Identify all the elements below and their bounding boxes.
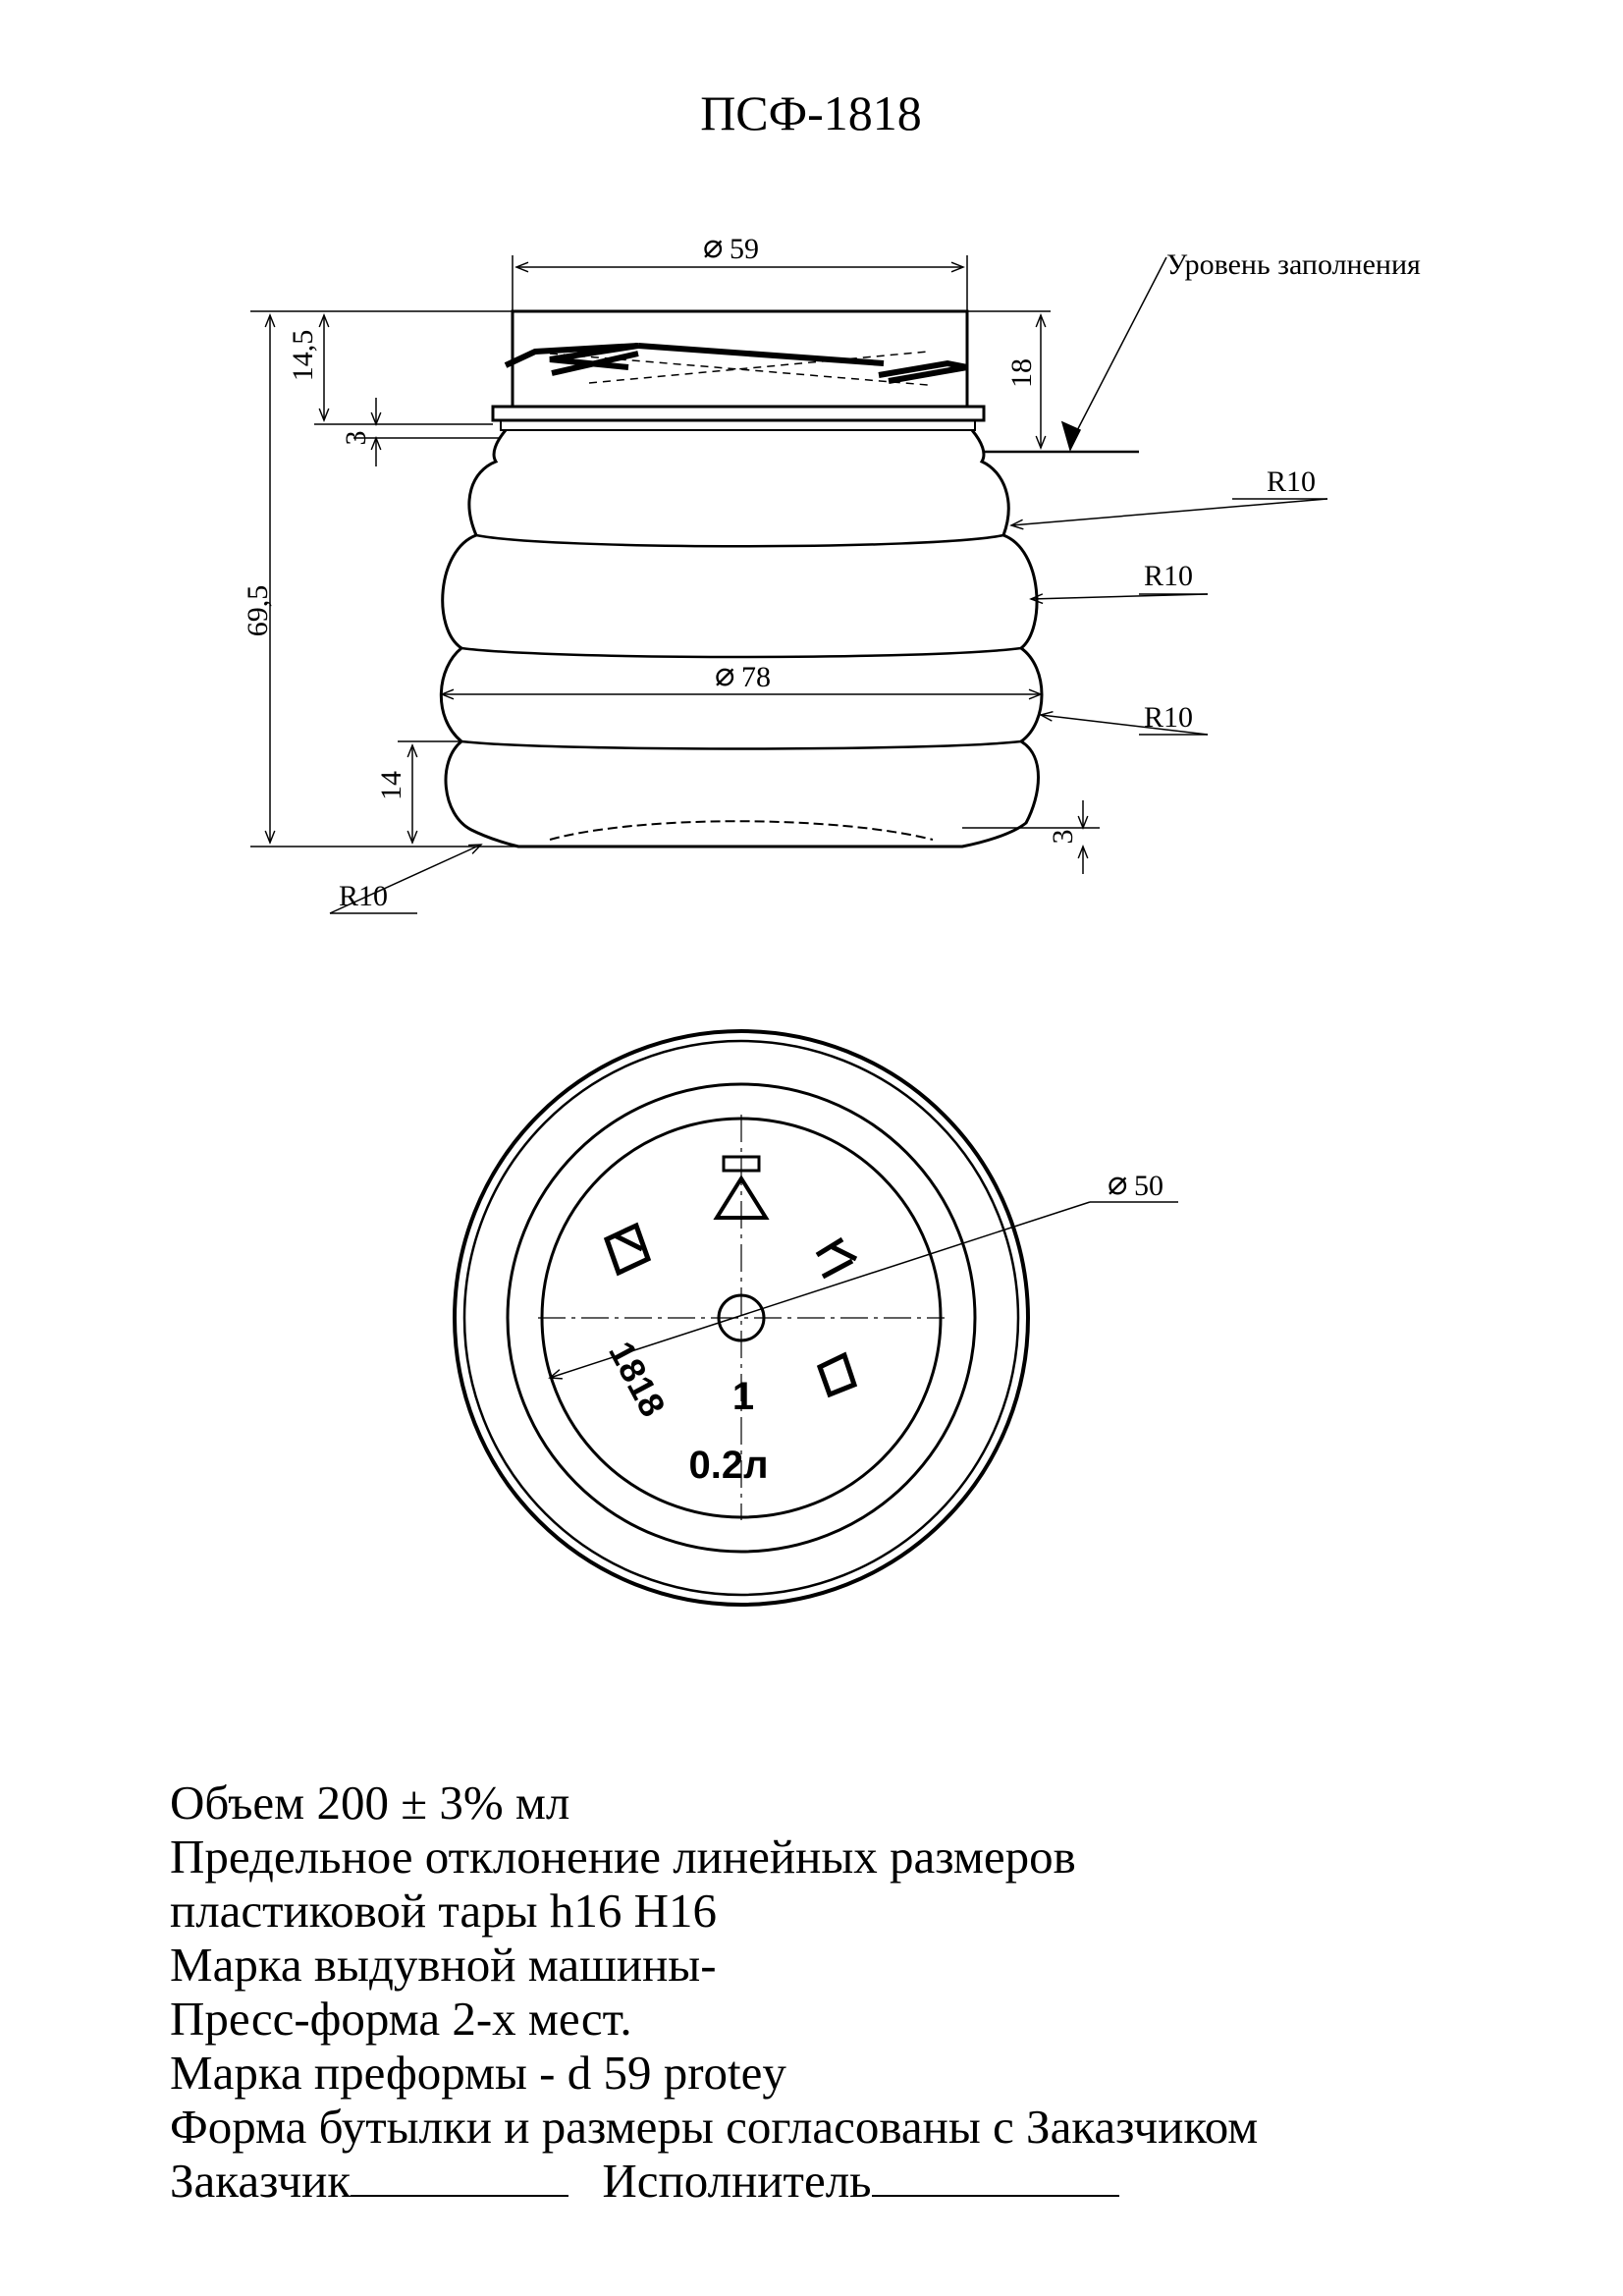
contractor-signature-blank[interactable] bbox=[871, 2156, 1119, 2197]
note-mold: Пресс-форма 2-х мест. bbox=[170, 1992, 632, 2046]
neck-thread bbox=[504, 343, 968, 384]
volume-stamp: 0.2л bbox=[688, 1444, 768, 1487]
base-diameter-label: 50 bbox=[1134, 1170, 1163, 1202]
side-view bbox=[439, 309, 1044, 848]
side-view-dimensions bbox=[250, 255, 1328, 914]
drawing-title: ПСФ-1818 bbox=[700, 85, 922, 140]
note-volume: Объем 200 ± 3% мл bbox=[170, 1776, 570, 1830]
neck-finish bbox=[511, 309, 969, 409]
bottom-view-labels: ⌀ 50 1818 1 0.2л bbox=[601, 1166, 1163, 1487]
base-rib-height-label: 14 bbox=[375, 771, 407, 800]
base-diameter-symbol: ⌀ bbox=[1108, 1166, 1127, 1202]
cavity-number-stamp: 1 bbox=[732, 1375, 754, 1418]
thread-height-label: 14,5 bbox=[287, 330, 319, 382]
total-height-label: 69,5 bbox=[242, 585, 274, 637]
inner-ring bbox=[506, 1082, 977, 1554]
customer-signature-blank[interactable] bbox=[351, 2156, 569, 2197]
customer-label: Заказчик bbox=[170, 2154, 352, 2208]
note-machine: Марка выдувной машины- bbox=[170, 1938, 717, 1992]
heat-mark-icon bbox=[816, 1351, 858, 1398]
body-diameter-label: 78 bbox=[741, 661, 771, 693]
contractor-label: Исполнитель bbox=[602, 2154, 872, 2208]
mold-mark-icon bbox=[815, 1236, 858, 1280]
specification-notes: Объем 200 ± 3% мл Предельное отклонение … bbox=[170, 1776, 1564, 2208]
note-tolerance-1: Предельное отклонение линейных размеров bbox=[170, 1830, 1076, 1884]
radius-label-1: R10 bbox=[1267, 465, 1316, 498]
fill-level-label: Уровень заполнения bbox=[1166, 248, 1421, 281]
signature-line: Заказчик Исполнитель bbox=[170, 2154, 1564, 2208]
radius-label-4: R10 bbox=[339, 880, 388, 912]
neck-diameter-label: 59 bbox=[730, 233, 759, 265]
bottle-body bbox=[439, 429, 1044, 848]
ring-thickness-label: 3 bbox=[340, 431, 372, 446]
outer-rim bbox=[453, 1029, 1030, 1607]
note-agreement: Форма бутылки и размеры согласованы с За… bbox=[170, 2100, 1259, 2154]
neck-height-label: 18 bbox=[1005, 358, 1038, 388]
radius-label-2: R10 bbox=[1144, 560, 1193, 592]
thread-dashes bbox=[549, 351, 929, 386]
rib-grooves bbox=[460, 533, 1022, 750]
recycle-symbol bbox=[713, 1175, 770, 1220]
base-foot bbox=[549, 820, 934, 841]
radius-label-3: R10 bbox=[1144, 701, 1193, 734]
neck-diameter-symbol: ⌀ bbox=[703, 229, 723, 265]
body-diameter-symbol: ⌀ bbox=[715, 657, 734, 693]
side-view-labels: ⌀ 59 Уровень заполнения ⌀ 78 69,5 14,5 3… bbox=[242, 229, 1421, 912]
base-clearance-label: 3 bbox=[1047, 830, 1079, 845]
maker-mark-icon bbox=[603, 1222, 652, 1277]
support-ring bbox=[491, 405, 986, 422]
mold-number-stamp: 1818 bbox=[601, 1335, 674, 1423]
note-preform: Марка преформы - d 59 protey bbox=[170, 2046, 786, 2100]
note-tolerance-2: пластиковой тары h16 H16 bbox=[170, 1884, 717, 1938]
bottom-view bbox=[453, 1029, 1178, 1607]
